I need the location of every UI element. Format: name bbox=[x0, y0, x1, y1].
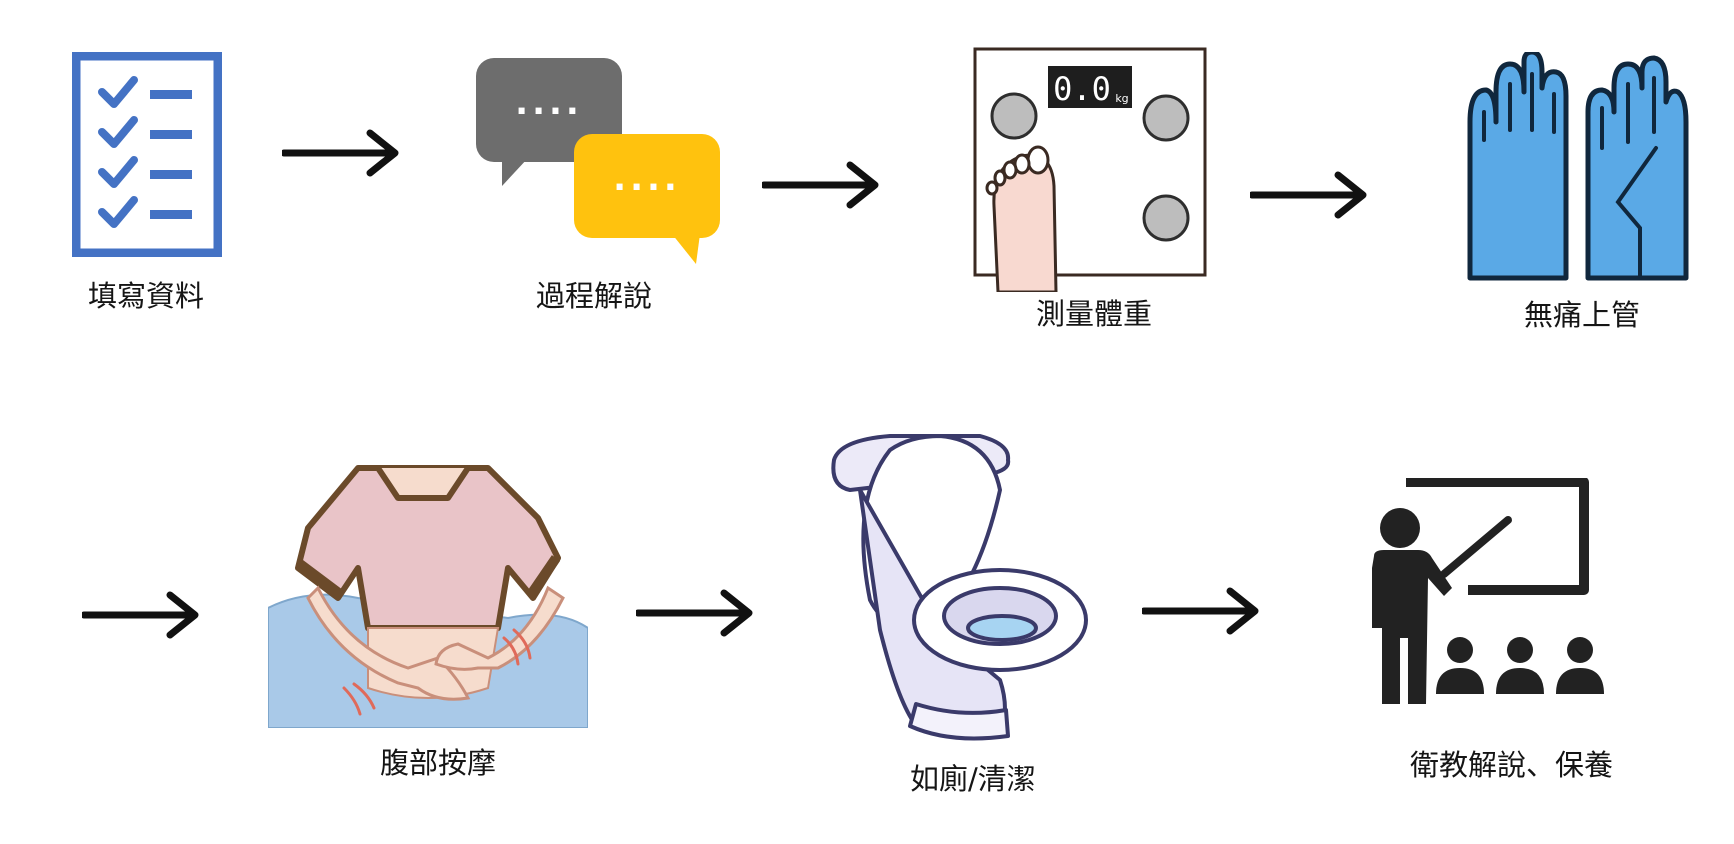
step-5-label: 腹部按摩 bbox=[380, 746, 497, 780]
arrow-right-icon bbox=[282, 129, 399, 177]
step-3-label: 測量體重 bbox=[1036, 297, 1153, 331]
step-6-toilet bbox=[830, 430, 1090, 750]
step-4-gloves bbox=[1466, 52, 1690, 286]
arrow-right-icon bbox=[762, 161, 879, 209]
arrow-3 bbox=[1250, 170, 1370, 220]
checklist-icon bbox=[72, 52, 222, 257]
step-5-massage bbox=[268, 458, 588, 728]
arrow-5 bbox=[636, 588, 756, 638]
step-1-label: 填寫資料 bbox=[88, 279, 205, 313]
arrow-right-icon bbox=[82, 591, 199, 639]
arrow-1 bbox=[282, 128, 402, 178]
toilet-icon bbox=[831, 434, 1088, 741]
gloves-icon bbox=[1467, 52, 1689, 281]
bathroom-scale-icon: 0.0 kg bbox=[973, 47, 1207, 292]
arrow-4 bbox=[82, 590, 202, 640]
step-7-label: 衛教解說、保養 bbox=[1410, 748, 1614, 782]
scale-readout: 0.0 bbox=[1053, 70, 1111, 108]
grey-bubble-dots: .... bbox=[515, 83, 583, 123]
arrow-right-icon bbox=[1142, 587, 1259, 635]
step-3-scale: 0.0 kg bbox=[972, 46, 1208, 292]
step-1-checklist bbox=[72, 52, 222, 257]
abdominal-massage-illustration bbox=[268, 458, 588, 728]
step-4-label: 無痛上管 bbox=[1524, 298, 1641, 332]
step-6-label: 如廁/清潔 bbox=[910, 762, 1036, 796]
arrow-right-icon bbox=[1250, 171, 1367, 219]
arrow-6 bbox=[1142, 586, 1262, 636]
step-2-chat: .... .... bbox=[476, 58, 726, 268]
chat-bubbles-icon: .... .... bbox=[476, 58, 720, 264]
scale-unit: kg bbox=[1115, 92, 1128, 105]
step-7-education bbox=[1348, 478, 1618, 708]
yellow-bubble-dots: .... bbox=[613, 159, 681, 199]
step-2-label: 過程解說 bbox=[536, 279, 653, 313]
arrow-right-icon bbox=[636, 589, 753, 637]
arrow-2 bbox=[762, 160, 882, 210]
teacher-presentation-icon bbox=[1372, 478, 1604, 704]
